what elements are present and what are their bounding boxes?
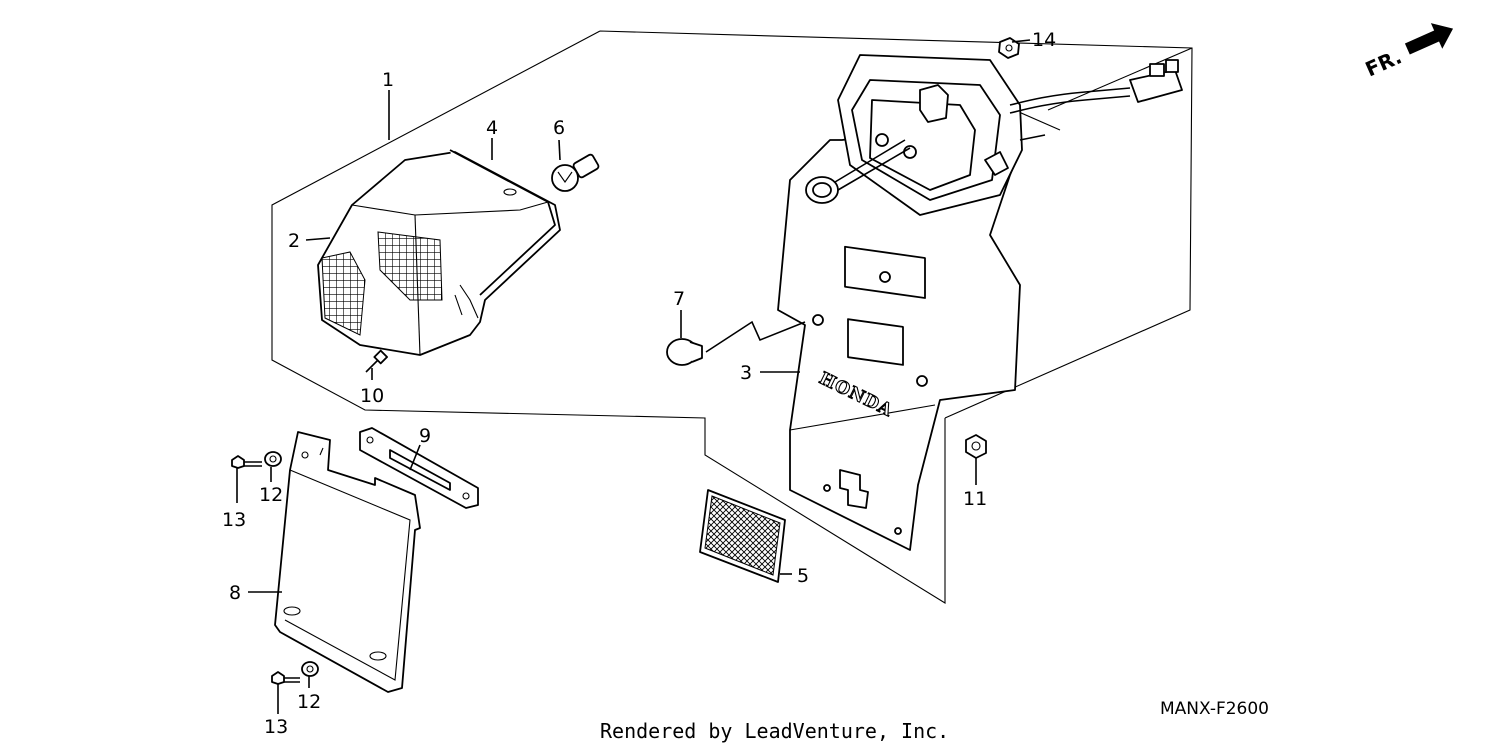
diagram-code: MANX-F2600 <box>1160 699 1269 719</box>
callout-14: 14 <box>1032 29 1056 51</box>
callout-3: 3 <box>740 362 752 384</box>
callout-12-lower: 12 <box>297 691 321 713</box>
fasteners-lower <box>271 661 319 685</box>
stay-part-9 <box>359 427 479 509</box>
grommet-part-7 <box>666 338 703 366</box>
callout-1: 1 <box>382 69 394 91</box>
bulb-part <box>551 153 600 192</box>
callout-9: 9 <box>419 425 431 447</box>
lamp-housing <box>805 54 1183 216</box>
callout-6: 6 <box>553 117 565 139</box>
callout-labels: 1 2 3 4 5 6 7 8 9 10 11 12 12 13 13 14 <box>222 29 1056 738</box>
fasteners-upper <box>231 451 282 469</box>
callout-13-lower: 13 <box>264 716 288 738</box>
callout-2: 2 <box>288 230 300 252</box>
callout-11: 11 <box>963 488 987 510</box>
callout-7: 7 <box>673 288 685 310</box>
callout-4: 4 <box>486 117 498 139</box>
front-direction-marker: FR. <box>1362 23 1454 81</box>
screw-part-10 <box>365 349 388 373</box>
callout-5: 5 <box>797 565 809 587</box>
front-label: FR. <box>1362 44 1406 81</box>
callout-10: 10 <box>360 385 384 407</box>
license-bracket: HONDA <box>777 119 1021 551</box>
reflector-part-5 <box>699 489 786 583</box>
mud-flap-part-8 <box>274 431 421 693</box>
leader-lines <box>236 39 1031 714</box>
nut-part-11 <box>965 434 987 459</box>
front-arrow-icon <box>1404 23 1454 55</box>
callout-13-upper: 13 <box>222 509 246 531</box>
tail-light-assembly <box>317 149 561 356</box>
nut-part-14 <box>998 37 1020 59</box>
callout-8: 8 <box>229 582 241 604</box>
callout-12-upper: 12 <box>259 484 283 506</box>
credit-line: Rendered by LeadVenture, Inc. <box>600 719 949 743</box>
